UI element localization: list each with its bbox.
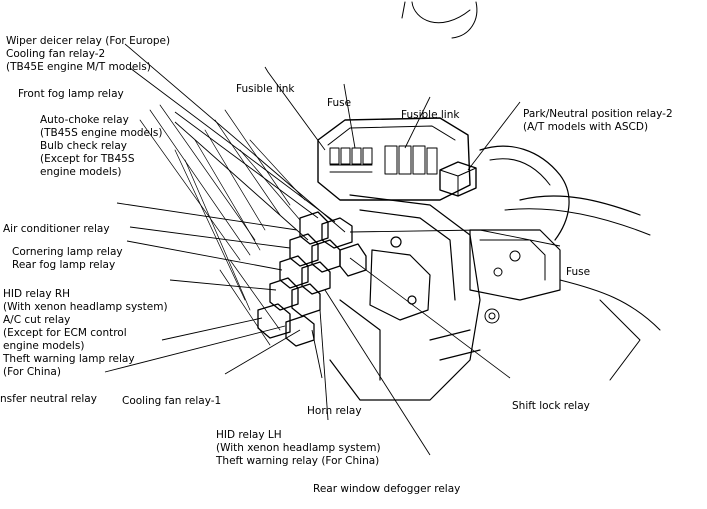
leader-shift-lock <box>349 257 511 379</box>
label-hid-relay-lh: HID relay LH(With xenon headlamp system)… <box>216 429 381 467</box>
leader-air-conditioner <box>116 202 298 231</box>
label-cooling-fan-relay-1: Cooling fan relay-1 <box>122 395 222 407</box>
right-components <box>469 145 661 381</box>
label-fusible-link-1: Fusible link <box>236 83 295 95</box>
leader-theft-lamp <box>161 317 263 341</box>
top-sketch-arc <box>411 1 471 24</box>
leader-front-fog <box>129 67 336 223</box>
leader-hid-lh <box>319 309 329 421</box>
label-fuse-right: Fuse <box>566 266 591 278</box>
leader-auto-choke <box>174 111 319 219</box>
relay-cluster <box>257 211 367 347</box>
engine-compartment-drawing <box>104 1 661 456</box>
leader-fuse-top <box>343 83 356 149</box>
hatching-left <box>139 104 306 346</box>
leader-hid-rh <box>169 279 277 291</box>
leader-transfer-neutral <box>104 325 286 373</box>
label-fusible-link-2: Fusible link <box>401 109 460 121</box>
label-front-fog-lamp-relay: Front fog lamp relay <box>18 88 124 100</box>
label-transfer-neutral-relay: nsfer neutral relay <box>0 393 97 405</box>
leader-wiper-cooling <box>124 43 346 233</box>
leader-fusible-link-1 <box>264 66 326 151</box>
leader-cooling-fan-1 <box>224 329 301 375</box>
label-auto-choke-relay: Auto-choke relay(TB45S engine models)Bul… <box>40 114 163 178</box>
relay-location-diagram: Wiper deicer relay (For Europe)Cooling f… <box>0 1 673 495</box>
top-sketch-line <box>401 1 406 19</box>
fuse-box-top <box>317 117 471 201</box>
label-horn-relay: Horn relay <box>307 405 362 417</box>
label-fuse-top: Fuse <box>327 97 352 109</box>
label-air-conditioner-relay: Air conditioner relay <box>3 223 110 235</box>
engine-block <box>329 194 481 401</box>
leader-cornering <box>129 226 291 249</box>
label-wiper-cooling-fan-relay: Wiper deicer relay (For Europe)Cooling f… <box>6 35 171 73</box>
leader-park-neutral <box>467 101 521 171</box>
leader-horn <box>311 329 323 379</box>
label-hid-relay-rh: HID relay RH(With xenon headlamp system)… <box>3 288 168 378</box>
leader-fuse-right <box>349 229 561 247</box>
label-park-neutral-relay: Park/Neutral position relay-2(A/T models… <box>523 108 673 133</box>
label-shift-lock-relay: Shift lock relay <box>512 400 590 412</box>
leader-rear-defogger <box>324 289 431 456</box>
leader-bulb-check <box>174 121 309 241</box>
leader-fusible-link-2 <box>404 96 431 149</box>
leader-rear-fog <box>126 240 283 271</box>
top-sketch-curve <box>451 1 478 39</box>
leader-lines <box>104 43 561 456</box>
label-rear-window-defogger-relay: Rear window defogger relay <box>313 483 461 495</box>
park-neutral-relay-box <box>439 161 477 197</box>
